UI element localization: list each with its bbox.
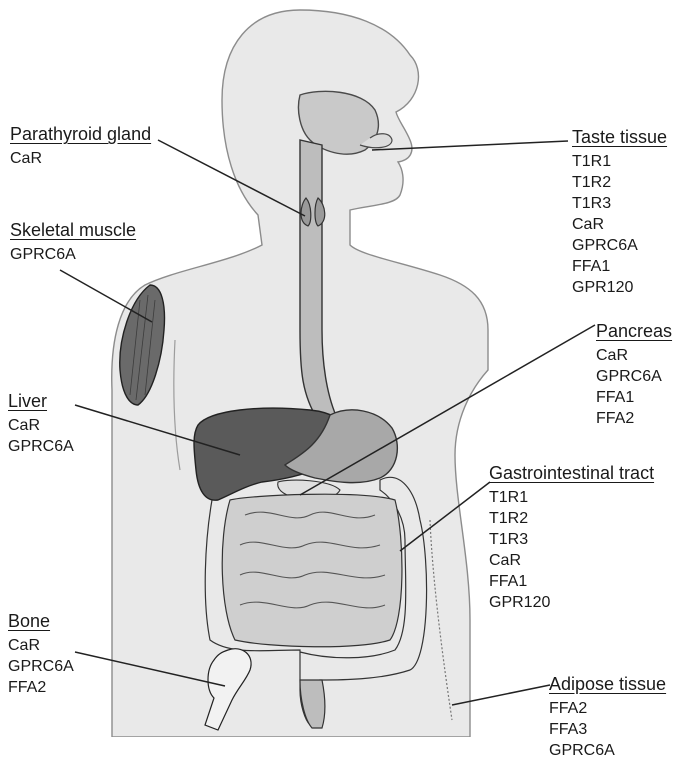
label-item: FFA1 (572, 256, 667, 277)
label-title: Gastrointestinal tract (489, 462, 654, 484)
label-item: FFA2 (8, 677, 74, 698)
label-item: CaR (596, 345, 672, 366)
label-gi-tract: Gastrointestinal tract T1R1 T1R2 T1R3 Ca… (489, 462, 654, 613)
label-title: Bone (8, 610, 74, 632)
label-item: T1R3 (572, 193, 667, 214)
label-item: GPRC6A (549, 740, 666, 761)
label-item: CaR (10, 148, 151, 169)
label-item: FFA1 (596, 387, 672, 408)
label-item: T1R3 (489, 529, 654, 550)
label-item: T1R2 (489, 508, 654, 529)
label-item: GPRC6A (8, 436, 74, 457)
label-item: CaR (8, 635, 74, 656)
label-title: Taste tissue (572, 126, 667, 148)
label-item: CaR (8, 415, 74, 436)
label-item: GPRC6A (596, 366, 672, 387)
label-taste-tissue: Taste tissue T1R1 T1R2 T1R3 CaR GPRC6A F… (572, 126, 667, 298)
label-item: FFA2 (596, 408, 672, 429)
label-item: T1R1 (572, 151, 667, 172)
label-item: GPR120 (572, 277, 667, 298)
label-item: CaR (489, 550, 654, 571)
label-skeletal-muscle: Skeletal muscle GPRC6A (10, 219, 136, 265)
anatomy-diagram (0, 0, 689, 737)
label-adipose-tissue: Adipose tissue FFA2 FFA3 GPRC6A (549, 673, 666, 761)
label-title: Skeletal muscle (10, 219, 136, 241)
label-title: Parathyroid gland (10, 123, 151, 145)
small-intestine (222, 494, 402, 647)
label-item: T1R1 (489, 487, 654, 508)
label-bone: Bone CaR GPRC6A FFA2 (8, 610, 74, 698)
label-title: Liver (8, 390, 74, 412)
label-title: Pancreas (596, 320, 672, 342)
label-item: T1R2 (572, 172, 667, 193)
label-item: GPRC6A (10, 244, 136, 265)
label-parathyroid: Parathyroid gland CaR (10, 123, 151, 169)
label-title: Adipose tissue (549, 673, 666, 695)
label-item: CaR (572, 214, 667, 235)
label-item: GPR120 (489, 592, 654, 613)
label-item: GPRC6A (8, 656, 74, 677)
label-pancreas: Pancreas CaR GPRC6A FFA1 FFA2 (596, 320, 672, 429)
label-liver: Liver CaR GPRC6A (8, 390, 74, 457)
label-item: FFA1 (489, 571, 654, 592)
label-item: GPRC6A (572, 235, 667, 256)
label-item: FFA2 (549, 698, 666, 719)
